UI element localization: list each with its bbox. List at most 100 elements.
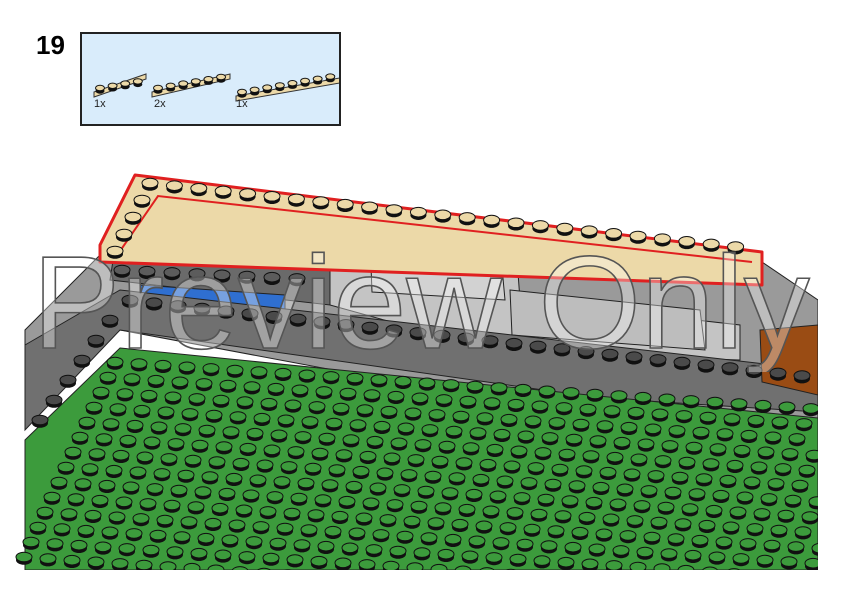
green-stud [177,469,195,481]
tan-stud [483,214,501,226]
wall-stud [59,374,77,386]
green-stud [592,481,610,493]
green-stud [578,511,596,523]
green-stud [39,553,57,564]
green-stud [527,462,545,473]
wall-stud [313,316,331,327]
green-stud [420,532,438,543]
tan-stud [678,236,696,247]
green-stud [109,403,127,414]
green-stud [167,438,185,449]
green-stud [53,523,71,534]
green-stud [346,372,364,384]
green-stud [595,528,613,540]
green-stud [63,554,81,566]
tan-stud [214,185,232,197]
green-stud [716,428,734,439]
green-stud [198,424,216,436]
green-stud [489,490,507,502]
green-stud [304,462,322,474]
green-stud-shadow [750,573,766,583]
gray-stud [138,265,156,277]
green-stud [15,551,33,563]
green-stud [218,487,236,499]
green-stud [46,538,64,549]
green-stud [50,476,68,488]
green-stud [586,388,604,400]
green-stud [322,371,340,382]
part-stud [249,86,260,93]
green-stud [629,561,647,570]
parts-list-panel: 1x 2x 1x [80,32,341,126]
green-stud [733,444,751,456]
green-stud [506,507,524,518]
green-stud [781,448,799,459]
green-stud [557,556,575,568]
green-stud [469,427,487,438]
green-stud [675,410,693,421]
green-stud [499,522,517,533]
green-stud [101,526,119,538]
green-stud [379,514,397,525]
green-stud [507,398,525,410]
green-stud [359,450,377,462]
green-stud [719,474,737,486]
green-stud [708,551,726,563]
wall-stud [193,302,211,314]
green-stud [215,441,233,452]
green-stud [458,503,476,515]
tan-plates-new [98,173,764,287]
green-stud [482,505,500,517]
green-stud [564,541,582,553]
wall-stud [409,327,427,338]
green-stud [636,546,654,558]
part-stud [237,88,247,96]
green-stud [283,507,301,519]
green-stud [229,411,247,422]
tan-stud [531,220,549,231]
part-stud [274,82,285,89]
green-stud [99,371,117,383]
green-stud [509,553,527,565]
green-stud [770,524,788,536]
green-stud [414,439,432,450]
tan-stud [287,193,305,205]
green-stud [331,510,349,522]
tan-stud [385,204,403,215]
wall-stud [649,354,667,365]
wall-stud [241,308,259,319]
green-stud [393,484,411,495]
wall-stud [31,414,49,426]
green-stud [727,568,741,570]
green-stud [486,443,504,455]
green-stud [74,478,92,489]
green-stud [164,391,182,403]
green-stud [777,509,795,521]
green-stud [445,425,463,437]
green-stud [208,456,226,467]
green-stud [242,489,260,501]
tan-stud [727,241,745,252]
tan-stud [458,212,476,223]
green-stud [149,529,167,541]
green-stud [468,535,486,547]
green-stud [767,478,785,489]
green-stud [698,519,716,531]
green-stud [211,502,229,514]
green-stud [496,475,514,487]
tan-stud [702,238,720,250]
green-stud [455,457,473,468]
green-stud [746,523,764,534]
green-stud [339,387,357,399]
green-stud [118,543,136,554]
green-stud [513,492,531,503]
wall-stud [73,354,91,366]
green-stud [565,433,583,445]
tan-stud [653,233,671,244]
green-stud [674,518,692,529]
green-stud [475,520,493,532]
green-stud [284,399,302,411]
green-stud [431,455,449,467]
green-stud [472,473,490,485]
green-stud [740,429,758,441]
